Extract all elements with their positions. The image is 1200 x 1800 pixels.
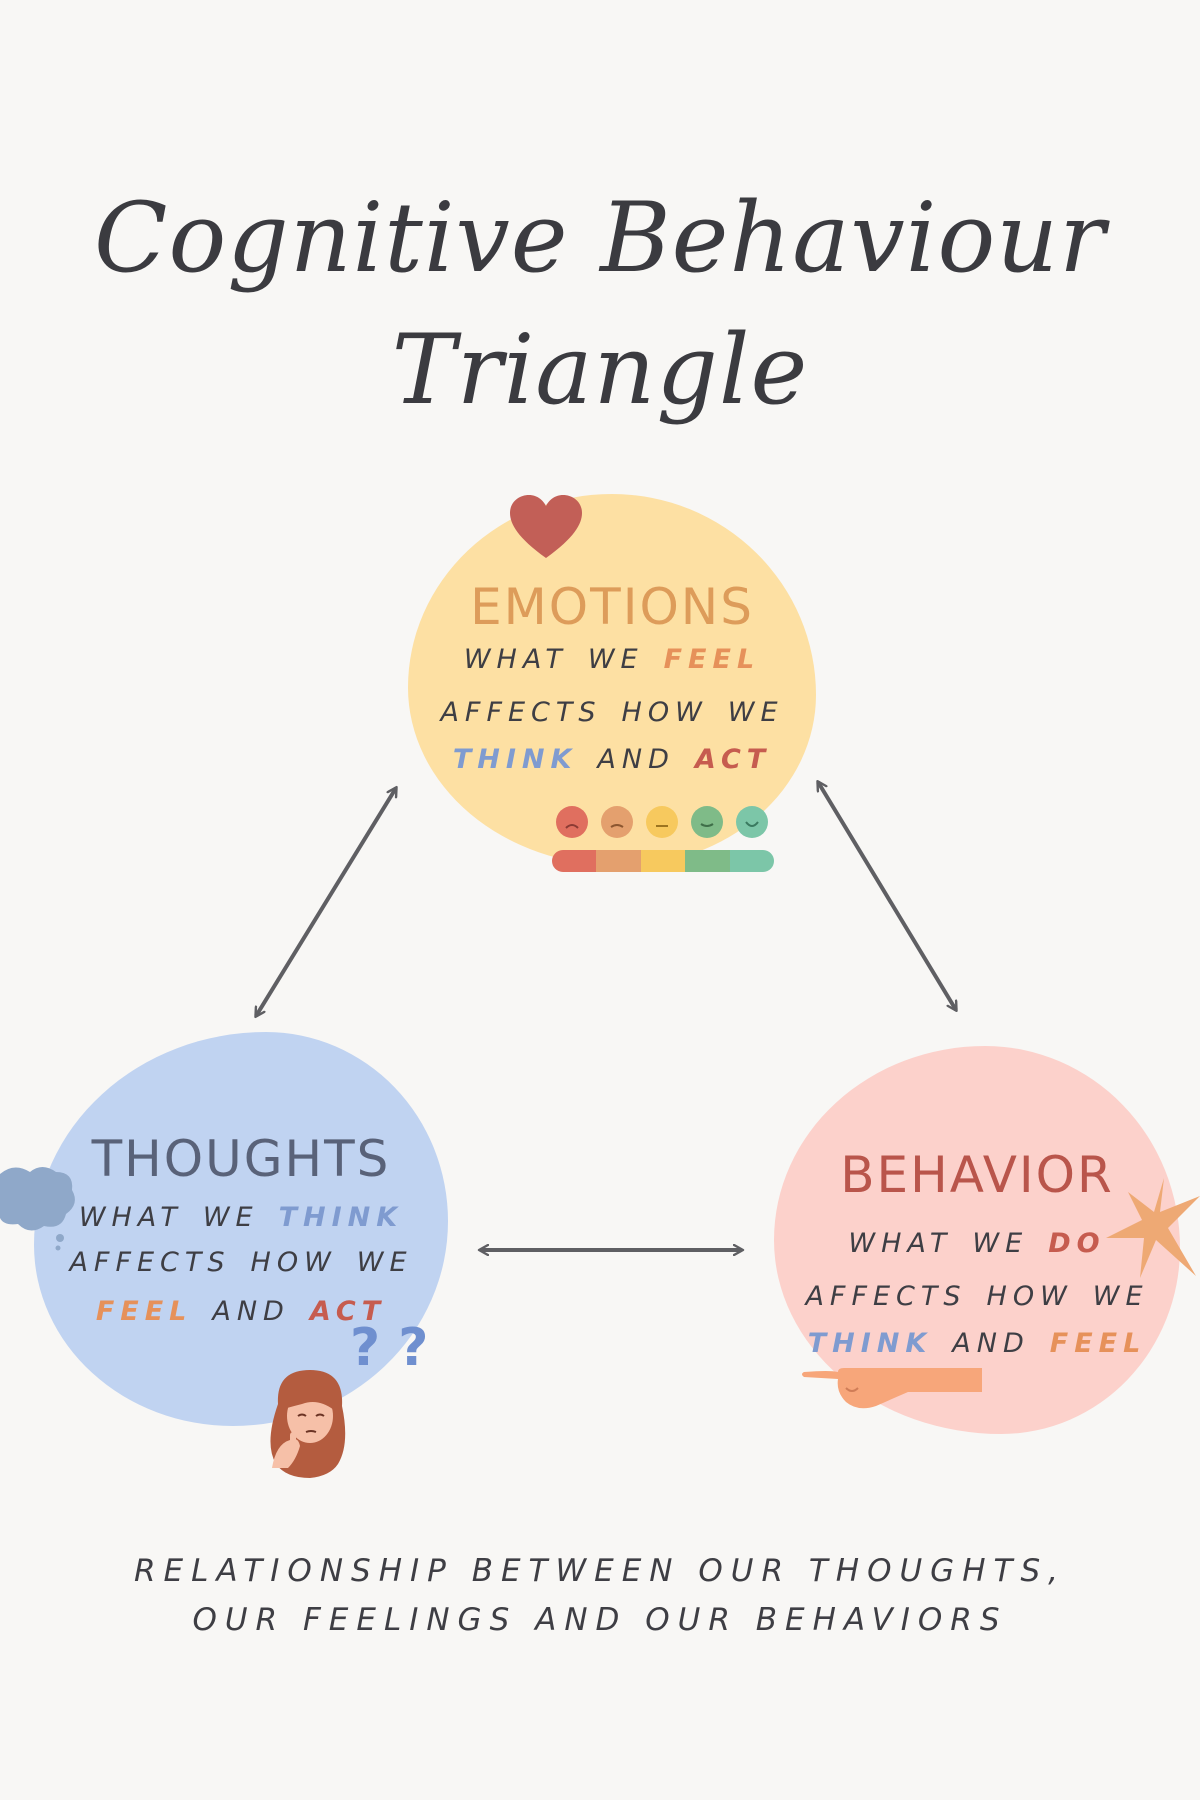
mood-bar-segment bbox=[552, 850, 597, 872]
thoughts-word-act: act bbox=[309, 1296, 387, 1327]
behavior-word: What bbox=[848, 1228, 953, 1259]
thoughts-word: we bbox=[356, 1247, 413, 1278]
emotions-description: Whatwefeel affectshowwe thinkandact bbox=[408, 646, 816, 789]
behavior-word: affects bbox=[805, 1281, 967, 1312]
emotions-word: we bbox=[587, 644, 644, 675]
arrow-emotions-behavior bbox=[818, 782, 956, 1010]
behavior-line-2: affects howwe bbox=[774, 1283, 1180, 1310]
thoughts-word-feel: feel bbox=[95, 1296, 193, 1327]
emotions-bubble-fill bbox=[408, 494, 816, 866]
behavior-word: how bbox=[986, 1281, 1073, 1312]
heart-icon bbox=[510, 495, 582, 558]
thoughts-line-3: feelandact bbox=[34, 1298, 448, 1325]
caption-line-1: Relationship between our thoughts, bbox=[134, 1553, 1066, 1589]
emotions-word: What bbox=[463, 644, 568, 675]
behavior-line-3: think andfeel bbox=[774, 1330, 1180, 1357]
emotions-word: we bbox=[727, 697, 784, 728]
thoughts-bubble: Thoughts Whatwethink affectshowwe feelan… bbox=[34, 1032, 448, 1426]
behavior-line-1: Whatwedo bbox=[774, 1230, 1180, 1257]
behavior-word: and bbox=[952, 1328, 1030, 1359]
title-line-1: Cognitive Behaviour bbox=[94, 182, 1106, 294]
starburst-icon bbox=[1106, 1178, 1200, 1278]
behavior-word: we bbox=[1092, 1281, 1149, 1312]
emotions-word: affects bbox=[440, 697, 602, 728]
thoughts-word-think: think bbox=[278, 1202, 404, 1233]
emotions-line-1: Whatwefeel bbox=[408, 646, 816, 673]
emotions-word: how bbox=[621, 697, 708, 728]
behavior-word-do: do bbox=[1048, 1228, 1106, 1259]
behavior-word-think: think bbox=[807, 1328, 933, 1359]
mood-bar-segment bbox=[640, 850, 686, 872]
caption-line-2: our feelings and our behaviors bbox=[192, 1602, 1008, 1638]
thoughts-word: we bbox=[202, 1202, 259, 1233]
pointing-hand-icon bbox=[802, 1368, 982, 1409]
thoughts-line-1: Whatwethink bbox=[34, 1204, 448, 1231]
behavior-word: we bbox=[972, 1228, 1029, 1259]
thoughts-bubble-fill bbox=[34, 1032, 448, 1426]
mood-scale bbox=[552, 806, 774, 872]
arrow-emotions-thoughts bbox=[256, 788, 396, 1016]
thought-cloud-icon bbox=[0, 1167, 75, 1251]
emotions-word-think: think bbox=[452, 744, 578, 775]
behavior-heading: Behavior bbox=[840, 1146, 1114, 1204]
happy-face-icon bbox=[736, 806, 768, 838]
content-face-icon bbox=[691, 806, 723, 838]
emotions-word-act: act bbox=[694, 744, 772, 775]
thoughts-heading: Thoughts bbox=[91, 1130, 391, 1188]
unhappy-face-icon bbox=[601, 806, 633, 838]
emotions-word: and bbox=[597, 744, 675, 775]
emotions-line-2: affects howwe bbox=[408, 699, 816, 726]
mood-bar-segment bbox=[596, 850, 641, 872]
thoughts-word: affects bbox=[69, 1247, 231, 1278]
thoughts-word: how bbox=[250, 1247, 337, 1278]
thoughts-line-2: affects howwe bbox=[34, 1249, 448, 1276]
mood-face-features bbox=[565, 821, 759, 829]
question-marks: ? ? bbox=[350, 1318, 429, 1378]
thoughts-description: Whatwethink affectshowwe feelandact bbox=[34, 1204, 448, 1341]
mood-color-bar bbox=[552, 850, 774, 872]
emotions-line-3: think andact bbox=[408, 746, 816, 773]
title-line-2: Triangle bbox=[391, 314, 809, 426]
thinking-woman-icon bbox=[270, 1370, 346, 1478]
sad-face-icon bbox=[556, 806, 588, 838]
neutral-face-icon bbox=[646, 806, 678, 838]
behavior-word-feel: feel bbox=[1049, 1328, 1147, 1359]
emotions-heading: Emotions bbox=[470, 578, 754, 636]
mood-bar-segment bbox=[729, 850, 774, 872]
mood-bar-segment bbox=[685, 850, 730, 872]
thoughts-word: What bbox=[78, 1202, 183, 1233]
emotions-word-feel: feel bbox=[663, 644, 761, 675]
emotions-bubble: Emotions Whatwefeel affectshowwe thinkan… bbox=[408, 494, 816, 866]
thoughts-word: and bbox=[212, 1296, 290, 1327]
behavior-description: Whatwedo affectshowwe thinkandfeel bbox=[774, 1230, 1180, 1373]
